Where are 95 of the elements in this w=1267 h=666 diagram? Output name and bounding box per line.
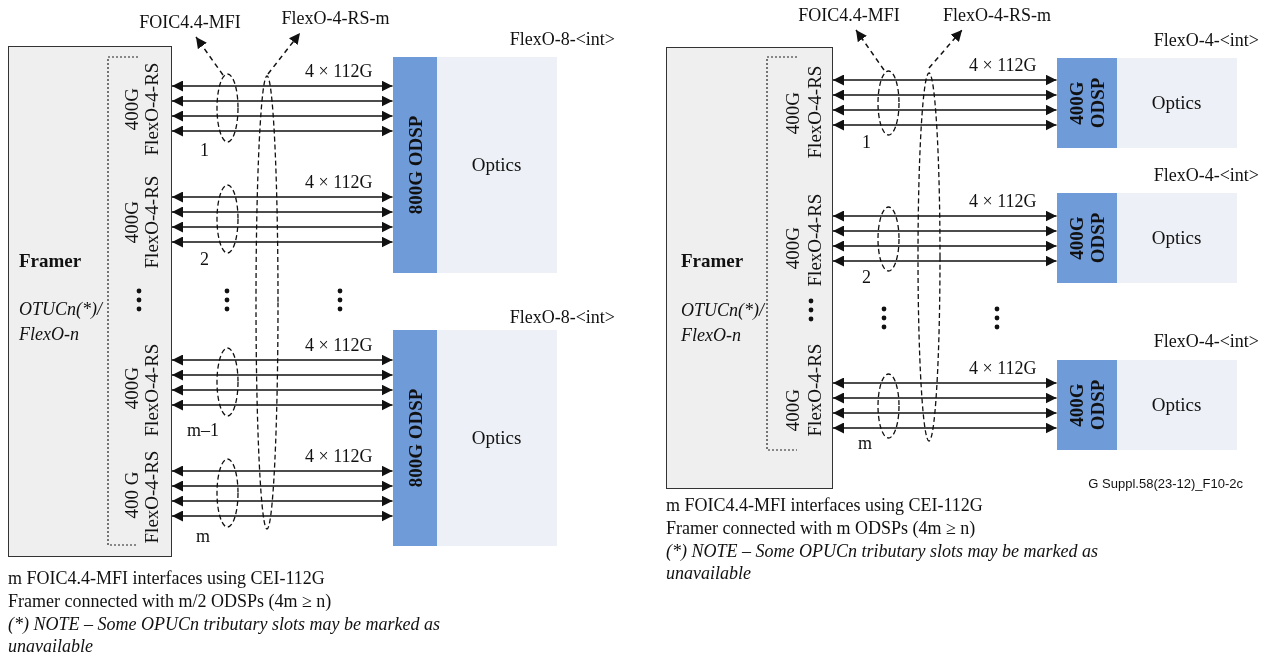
interface-label: FlexO-4-RS xyxy=(141,449,163,546)
double-arrow xyxy=(832,119,1058,131)
double-arrow xyxy=(171,80,394,92)
double-arrow xyxy=(832,104,1058,116)
optics-label: Optics xyxy=(1151,226,1202,249)
odsp-block xyxy=(392,56,438,273)
figure-id: G Suppl.58(23-12)_F10-2c xyxy=(1087,475,1243,493)
optics-block xyxy=(1116,359,1237,450)
double-arrow xyxy=(171,110,394,122)
double-arrow xyxy=(832,377,1058,389)
caption-text: Framer connected with m/2 ODSPs (4m ≥ n) xyxy=(8,590,333,612)
leader-arrow xyxy=(195,36,224,76)
double-arrow xyxy=(171,369,394,381)
double-arrow xyxy=(832,240,1058,252)
interface-label: FlexO-4-RS xyxy=(141,174,163,271)
double-arrow xyxy=(171,206,394,218)
module-label: FlexO-8-<int> xyxy=(509,29,615,50)
caption-text: m FOIC4.4-MFI interfaces using CEI-112G xyxy=(8,567,326,589)
leader-arrow xyxy=(267,32,301,75)
double-arrow xyxy=(832,210,1058,222)
optics-block xyxy=(436,56,557,273)
note-text: (*) NOTE – Some OPUCn tributary slots may be marked as unavailable xyxy=(8,613,441,657)
framer-title: Framer xyxy=(19,250,82,272)
module-label: FlexO-4-<int> xyxy=(1153,30,1259,51)
odsp-block xyxy=(1056,192,1118,283)
double-arrow xyxy=(171,95,394,107)
double-arrow xyxy=(171,399,394,411)
double-arrow xyxy=(832,392,1058,404)
framer-box xyxy=(666,47,833,489)
interface-label: FlexO-4-RS xyxy=(141,342,163,439)
leader-arrow xyxy=(855,29,885,71)
framer-subtitle: OTUCn(*)/ FlexO-n xyxy=(19,298,104,346)
group-number: m xyxy=(858,432,872,454)
callout-label: FOIC4.4-MFI xyxy=(125,12,255,36)
optics-label: Optics xyxy=(1151,91,1202,114)
module-label: FlexO-4-<int> xyxy=(1153,331,1259,352)
group-number: m xyxy=(196,525,210,547)
module-label: FlexO-4-<int> xyxy=(1153,165,1259,186)
rate-label: 400G xyxy=(782,387,804,434)
double-arrow xyxy=(832,255,1058,267)
double-arrow xyxy=(171,495,394,507)
double-arrow xyxy=(171,480,394,492)
double-arrow xyxy=(171,221,394,233)
optics-block xyxy=(436,329,557,546)
group-number: 2 xyxy=(862,266,871,288)
rate-label: 400G xyxy=(782,90,804,137)
framer-subtitle: OTUCn(*)/ FlexO-n xyxy=(681,299,766,347)
double-arrow xyxy=(171,191,394,203)
double-arrow xyxy=(832,89,1058,101)
odsp-block xyxy=(1056,57,1118,148)
double-arrow xyxy=(171,125,394,137)
double-arrow xyxy=(171,510,394,522)
odsp-label: 800G ODSP xyxy=(403,114,427,216)
double-arrow xyxy=(832,422,1058,434)
optics-label: Optics xyxy=(471,153,522,176)
optics-block xyxy=(1116,192,1237,283)
interface-label: FlexO-4-RS xyxy=(141,61,163,158)
double-arrow xyxy=(171,354,394,366)
caption-text: Framer connected with m ODSPs (4m ≥ n) xyxy=(666,517,977,539)
group-number: 2 xyxy=(200,248,209,270)
module-label: FlexO-8-<int> xyxy=(509,307,615,328)
double-arrow xyxy=(832,225,1058,237)
optics-label: Optics xyxy=(1151,393,1202,416)
caption-text: m FOIC4.4-MFI interfaces using CEI-112G xyxy=(666,494,984,516)
interface-label: FlexO-4-RS xyxy=(804,64,826,161)
odsp-block xyxy=(392,329,438,546)
odsp-label: 400G ODSP xyxy=(1065,378,1109,431)
framer-title: Framer xyxy=(681,250,744,272)
interface-label: FlexO-4-RS xyxy=(804,342,826,439)
framer-box xyxy=(8,46,172,557)
double-arrow xyxy=(171,384,394,396)
rate-label: 400G xyxy=(782,225,804,272)
double-arrow xyxy=(832,74,1058,86)
rate-label: 400G xyxy=(121,86,143,133)
group-number: m–1 xyxy=(187,419,219,441)
callout-label: FlexO-4-RS-m xyxy=(928,5,1066,29)
group-number: 1 xyxy=(200,139,209,161)
callout-label: FOIC4.4-MFI xyxy=(784,5,914,29)
rate-label: 400G xyxy=(121,365,143,412)
rate-label: 400 G xyxy=(121,470,143,521)
note-text: (*) NOTE – Some OPUCn tributary slots may be marked as unavailable xyxy=(666,540,1099,584)
double-arrow xyxy=(832,407,1058,419)
double-arrow xyxy=(171,465,394,477)
odsp-label: 800G ODSP xyxy=(403,387,427,489)
odsp-label: 400G ODSP xyxy=(1065,211,1109,264)
callout-label: FlexO-4-RS-m xyxy=(268,8,403,32)
optics-block xyxy=(1116,57,1237,148)
odsp-block xyxy=(1056,359,1118,450)
optics-label: Optics xyxy=(471,426,522,449)
interface-label: FlexO-4-RS xyxy=(804,192,826,289)
leader-arrow xyxy=(928,29,963,69)
odsp-label: 400G ODSP xyxy=(1065,76,1109,129)
rate-label: 400G xyxy=(121,199,143,246)
double-arrow xyxy=(171,236,394,248)
group-number: 1 xyxy=(862,131,871,153)
